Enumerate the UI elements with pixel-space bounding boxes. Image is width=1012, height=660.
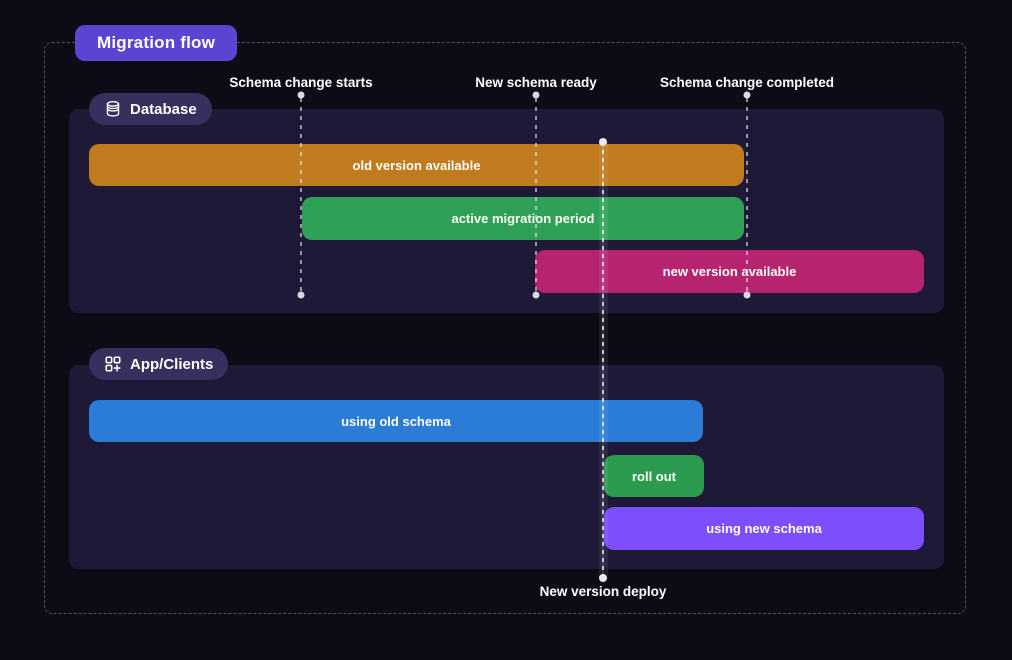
event-dot-bottom-1 — [532, 291, 540, 299]
deploy-dot-bottom — [599, 574, 607, 582]
event-dot-bottom-2 — [743, 291, 751, 299]
diagram-title: Migration flow — [97, 33, 216, 52]
diagram-dashed-frame — [44, 42, 966, 614]
deploy-label: New version deploy — [539, 584, 667, 599]
diagram-title-badge: Migration flow — [75, 25, 238, 61]
app-clients-badge-label: App/Clients — [130, 355, 214, 373]
event-dot-top-2 — [743, 91, 751, 99]
timeline-bar-using-new-schema: using new schema — [604, 507, 924, 550]
database-badge: Database — [89, 93, 212, 125]
timeline-bar-using-old-schema: using old schema — [89, 400, 703, 442]
event-label-0: Schema change starts — [229, 75, 373, 90]
event-dot-top-1 — [532, 91, 540, 99]
deploy-dot-top — [599, 138, 607, 146]
event-dashed-line-0 — [300, 98, 302, 292]
event-label-1: New schema ready — [475, 75, 597, 90]
event-dot-bottom-0 — [297, 291, 305, 299]
timeline-bar-roll-out: roll out — [604, 455, 704, 497]
database-badge-label: Database — [130, 100, 197, 118]
database-icon — [104, 100, 122, 118]
apps-plus-icon — [104, 355, 122, 373]
timeline-bar-new-version-available: new version available — [535, 250, 924, 293]
timeline-bar-old-version-available: old version available — [89, 144, 744, 186]
event-dot-top-0 — [297, 91, 305, 99]
timeline-bar-active-migration-period: active migration period — [302, 197, 744, 240]
app-clients-badge: App/Clients — [89, 348, 229, 380]
event-label-2: Schema change completed — [659, 75, 835, 90]
deploy-dashed-line — [601, 142, 605, 578]
event-dashed-line-2 — [746, 98, 748, 292]
event-dashed-line-1 — [535, 98, 537, 292]
